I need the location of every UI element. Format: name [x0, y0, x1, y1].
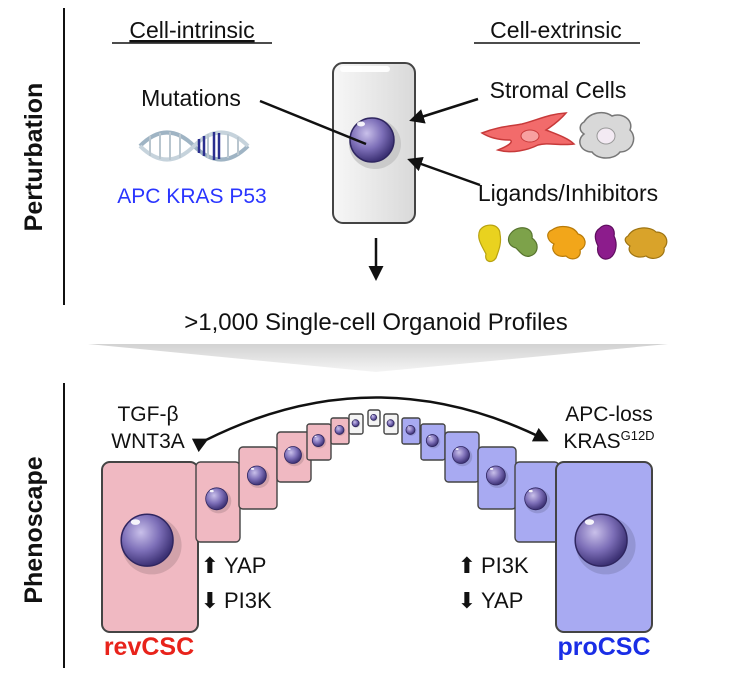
nucleus-icon	[425, 434, 439, 447]
left-up-label: YAP	[224, 553, 266, 578]
nucleus-highlight	[287, 448, 291, 450]
nucleus-icon	[405, 425, 416, 435]
progression-cell	[330, 417, 350, 445]
stromal-arrow	[409, 97, 479, 124]
profiles-label: >1,000 Single-cell Organoid Profiles	[184, 309, 568, 336]
progression-cell	[444, 431, 480, 483]
nucleus-highlight	[407, 426, 410, 428]
revcsc-label: revCSC	[104, 633, 194, 661]
nucleus-icon	[452, 446, 470, 464]
procsc-label: proCSC	[557, 633, 650, 661]
ligand-green-icon	[507, 227, 538, 257]
cell-progression	[101, 409, 653, 633]
left-down-label: PI3K	[224, 588, 272, 613]
nucleus-icon	[349, 117, 395, 163]
nucleus-icon	[334, 425, 345, 435]
nucleus-highlight	[314, 435, 317, 438]
funnel-shape	[88, 344, 668, 372]
right-up-label: PI3K	[481, 553, 529, 578]
mutations-pointer-line	[259, 99, 367, 146]
ligands-inhibitors-label: Ligands/Inhibitors	[478, 180, 658, 206]
left-down-arrow-icon: ⬇	[201, 588, 219, 613]
nucleus-highlight	[336, 426, 339, 428]
kras-base: KRAS	[563, 430, 620, 453]
nucleus-icon	[120, 513, 174, 567]
stromal-cells-label: Stromal Cells	[490, 77, 627, 103]
right-down-label: YAP	[481, 588, 523, 613]
perturbation-label: Perturbation	[20, 83, 48, 232]
nucleus-highlight	[455, 448, 459, 450]
left-label-tgf: TGF-β	[117, 403, 178, 426]
central-cell	[332, 62, 416, 224]
ligands-arrow	[407, 156, 481, 187]
nucleus-icon	[485, 465, 506, 486]
nucleus-highlight	[209, 489, 214, 493]
cell-extrinsic-header: Cell-extrinsic	[490, 17, 622, 43]
nucleus-icon	[370, 413, 378, 421]
stromal-fibroblast-icon	[480, 112, 576, 153]
nucleus-highlight	[388, 420, 390, 422]
right-label-apc-loss: APC-loss	[565, 403, 653, 426]
ligand-orange-icon	[547, 225, 586, 260]
progression-cell	[195, 461, 241, 543]
progression-cell	[306, 423, 332, 461]
progression-cell	[383, 413, 399, 435]
nucleus-icon	[574, 513, 628, 567]
nucleus-icon	[311, 434, 325, 447]
nucleus-highlight	[353, 420, 355, 422]
ligand-yellow-icon	[478, 224, 502, 263]
mutations-label: Mutations	[141, 85, 241, 111]
progression-cell	[477, 446, 517, 510]
nucleus-highlight	[489, 467, 494, 470]
progression-cell	[367, 409, 381, 427]
progression-cell	[514, 461, 560, 543]
nucleus-icon	[246, 465, 267, 486]
stromal-macrophage-icon	[579, 111, 635, 159]
nucleus-highlight	[250, 467, 255, 470]
gene-list: APC KRAS P53	[117, 185, 266, 208]
nucleus-icon	[284, 446, 302, 464]
ligand-gold-icon	[624, 227, 668, 260]
right-down-arrow-icon: ⬇	[458, 588, 476, 613]
ligand-icons	[478, 224, 668, 263]
nucleus-icon	[205, 487, 229, 511]
cell-intrinsic-header: Cell-intrinsic	[129, 17, 254, 43]
nucleus-icon	[351, 419, 360, 428]
nucleus-highlight	[371, 414, 373, 416]
nucleus-highlight	[528, 489, 533, 493]
progression-cell	[401, 417, 421, 445]
progression-cell	[238, 446, 278, 510]
left-label-wnt3a: WNT3A	[111, 430, 185, 453]
progression-cell	[348, 413, 364, 435]
nucleus-highlight	[428, 435, 431, 438]
right-label-kras: KRASG12D	[563, 428, 654, 453]
progression-cell	[101, 461, 199, 633]
progression-cell	[276, 431, 312, 483]
kras-superscript: G12D	[621, 428, 655, 443]
progression-cell	[420, 423, 446, 461]
nucleus-icon	[524, 487, 548, 511]
ligand-purple-icon	[594, 224, 617, 260]
phenoscape-curved-arrow	[191, 396, 549, 453]
nucleus-highlight	[130, 519, 141, 525]
progression-cell	[555, 461, 653, 633]
nucleus-icon	[386, 419, 395, 428]
nucleus-highlight	[584, 519, 595, 525]
dna-icon	[138, 130, 250, 162]
phenoscape-label: Phenoscape	[20, 456, 48, 603]
right-up-arrow-icon: ⬆	[458, 553, 476, 578]
left-up-arrow-icon: ⬆	[201, 553, 219, 578]
